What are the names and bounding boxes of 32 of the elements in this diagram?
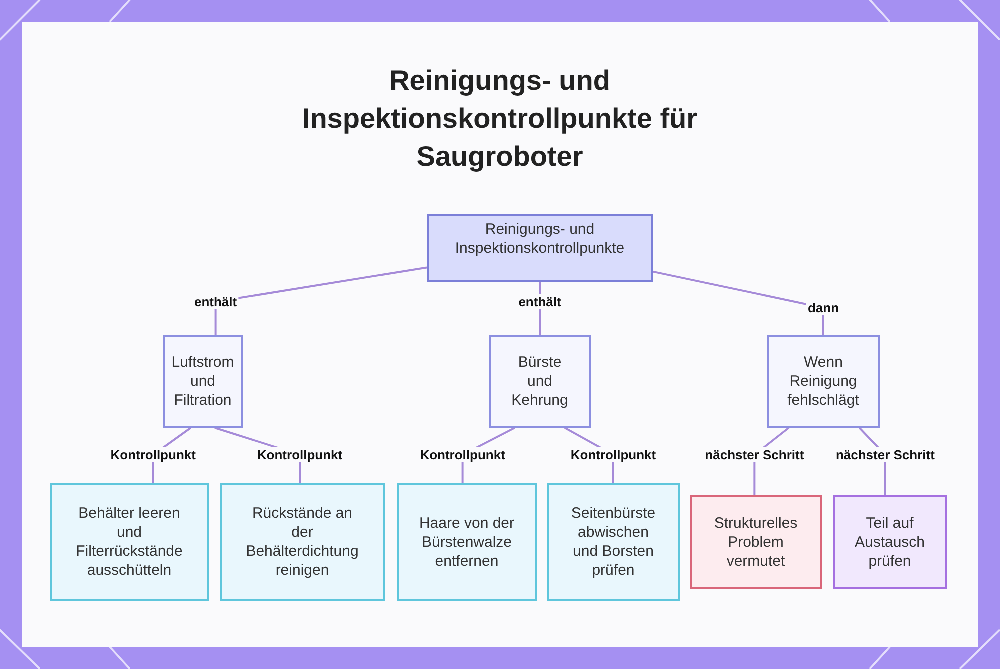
edge-label: Kontrollpunkt bbox=[108, 448, 198, 462]
category-box bbox=[767, 335, 880, 428]
edge-label: nächster Schritt bbox=[703, 448, 806, 462]
edge-label: enthält bbox=[192, 294, 240, 310]
edge-label: enthält bbox=[516, 294, 564, 310]
node-text: Wenn Reinigung fehlschlägt bbox=[786, 353, 860, 410]
task-box bbox=[397, 483, 537, 601]
node-text: Seitenbürste abwischen und Borsten prüfen bbox=[570, 504, 657, 580]
node-text: Rückstände an der Behälterdichtung reinigen bbox=[245, 504, 360, 580]
connector-line bbox=[214, 266, 428, 335]
edge-label: Kontrollpunkt bbox=[255, 448, 345, 462]
node-text: Teil auf Austausch prüfen bbox=[854, 514, 926, 570]
node-text: Strukturelles Problem vermutet bbox=[713, 514, 799, 570]
edge-label: dann bbox=[806, 300, 842, 316]
task-box bbox=[547, 483, 680, 601]
connector-line bbox=[652, 270, 824, 335]
action-box bbox=[833, 495, 947, 589]
category-box bbox=[489, 335, 591, 428]
edge-label: Kontrollpunkt bbox=[418, 448, 508, 462]
node-text: Bürste und Kehrung bbox=[510, 353, 570, 410]
root-box bbox=[427, 214, 653, 282]
node-text: Reinigungs- und Inspektionskontrollpunkte bbox=[454, 220, 626, 258]
problem-box bbox=[690, 495, 822, 589]
edge-label: Kontrollpunkt bbox=[568, 448, 658, 462]
node-text: Luftstrom und Filtration bbox=[172, 353, 234, 410]
category-box bbox=[163, 335, 243, 428]
edge-label: nächster Schritt bbox=[834, 448, 937, 462]
task-box bbox=[50, 483, 209, 601]
node-text: Behälter leeren und Filterrückstände ausschütteln bbox=[75, 504, 184, 580]
task-box bbox=[220, 483, 385, 601]
node-text: Haare von der Bürstenwalze entfernen bbox=[418, 514, 516, 570]
diagram-title: Reinigungs- und Inspektionskontrollpunkte für Saugroboter bbox=[301, 64, 699, 174]
